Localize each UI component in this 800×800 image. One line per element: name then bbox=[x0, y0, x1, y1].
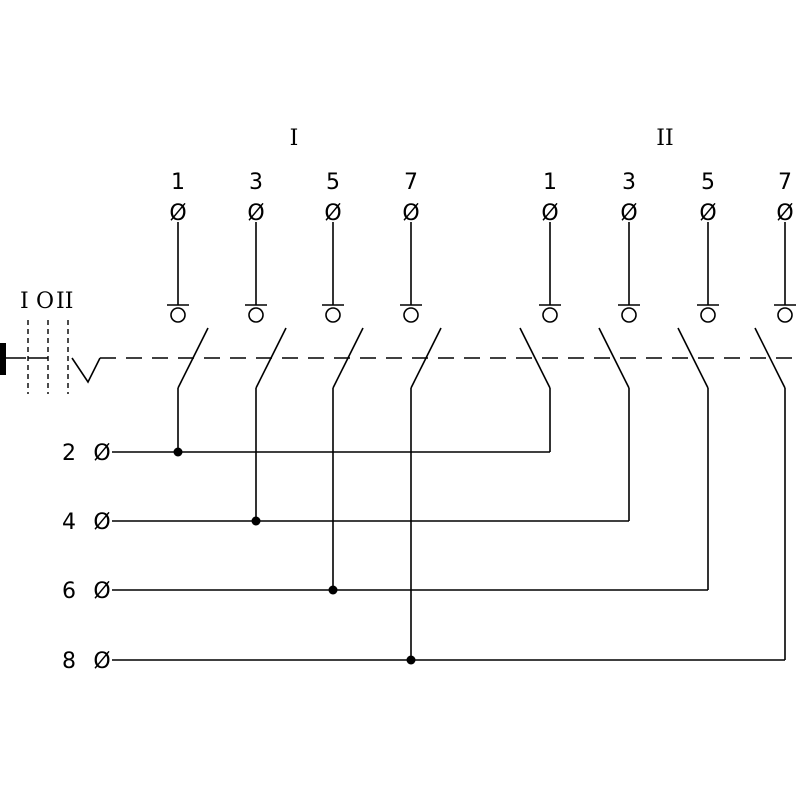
contact-circle bbox=[777, 307, 793, 323]
left-terminal-number: 8 bbox=[62, 649, 76, 674]
detent-symbol bbox=[71, 357, 101, 384]
left-terminal-number: 2 bbox=[62, 441, 76, 466]
left-terminal-symbol: Ø bbox=[93, 510, 110, 535]
switch-blade bbox=[754, 327, 786, 389]
contact-circle bbox=[325, 307, 341, 323]
contact-circle bbox=[248, 307, 264, 323]
left-terminal-symbol: Ø bbox=[93, 649, 110, 674]
top-terminal-number: 3 bbox=[622, 170, 636, 195]
position-label-2: II bbox=[56, 289, 73, 314]
switch-blade bbox=[410, 327, 442, 389]
switch-blade bbox=[332, 327, 364, 389]
switch-blade bbox=[255, 327, 287, 389]
left-terminal-symbol: Ø bbox=[93, 579, 110, 604]
top-terminal-symbol: Ø bbox=[402, 201, 419, 226]
top-terminal-number: 1 bbox=[543, 170, 557, 195]
top-terminal-symbol: Ø bbox=[620, 201, 637, 226]
top-terminal-symbol: Ø bbox=[776, 201, 793, 226]
handle-bar bbox=[0, 343, 6, 375]
contact-circle bbox=[403, 307, 419, 323]
contact-circle bbox=[170, 307, 186, 323]
top-terminal-symbol: Ø bbox=[699, 201, 716, 226]
contact-columns: 1Ø 3Ø 5Ø 7Ø 1Ø 3Ø 5Ø 7Ø bbox=[167, 170, 796, 665]
contact-circle bbox=[542, 307, 558, 323]
position-label-0: O bbox=[36, 289, 54, 314]
top-terminal-number: 1 bbox=[171, 170, 185, 195]
left-terminal-symbol: Ø bbox=[93, 441, 110, 466]
top-terminal-symbol: Ø bbox=[541, 201, 558, 226]
top-terminal-number: 7 bbox=[404, 170, 418, 195]
top-terminal-symbol: Ø bbox=[247, 201, 264, 226]
top-terminal-number: 5 bbox=[701, 170, 715, 195]
top-terminal-number: 5 bbox=[326, 170, 340, 195]
switch-blade bbox=[598, 327, 630, 389]
contact-circle bbox=[700, 307, 716, 323]
contact-circle bbox=[621, 307, 637, 323]
left-terminal-number: 4 bbox=[62, 510, 76, 535]
top-terminal-number: 3 bbox=[249, 170, 263, 195]
switch-blade bbox=[177, 327, 209, 389]
top-terminal-symbol: Ø bbox=[324, 201, 341, 226]
position-label-1: I bbox=[20, 289, 29, 314]
switch-blade bbox=[519, 327, 551, 389]
switch-blade bbox=[677, 327, 709, 389]
top-terminal-symbol: Ø bbox=[169, 201, 186, 226]
top-terminal-number: 7 bbox=[778, 170, 792, 195]
group-label-2: II bbox=[656, 126, 673, 151]
group-label-1: I bbox=[290, 126, 299, 151]
left-terminal-number: 6 bbox=[62, 579, 76, 604]
